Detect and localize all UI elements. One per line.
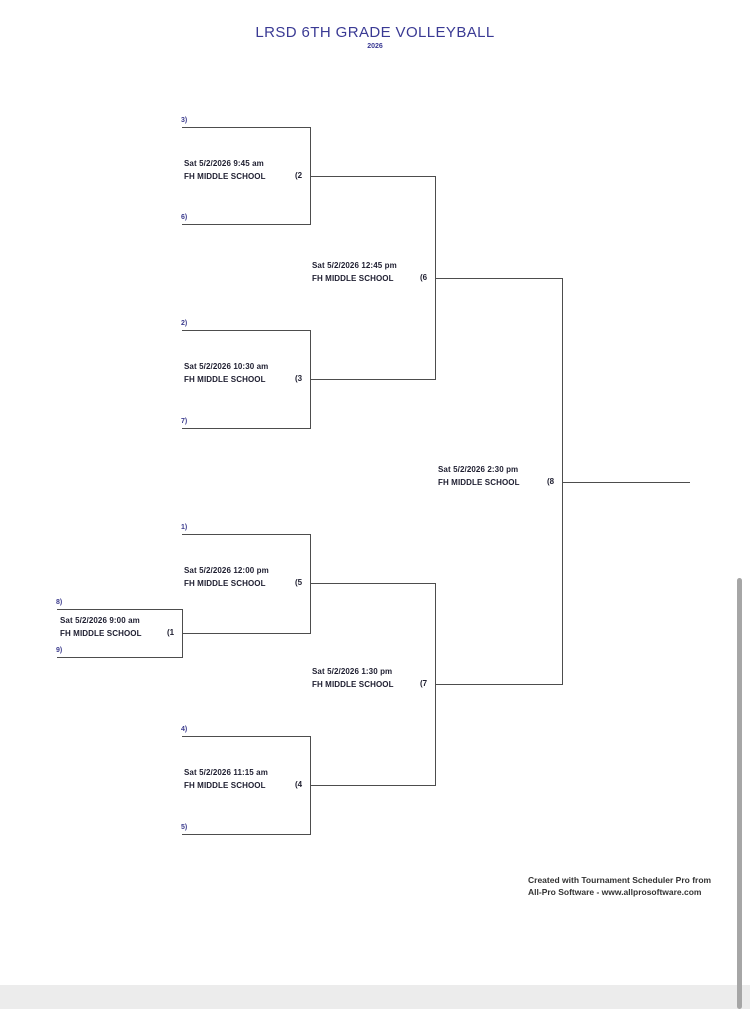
match-4-info: Sat 5/2/2026 11:15 am FH MIDDLE SCHOOL [184, 766, 268, 792]
match-6-number: (6 [420, 273, 428, 282]
match-2-datetime: Sat 5/2/2026 9:45 am [184, 159, 264, 168]
match-1-venue: FH MIDDLE SCHOOL [60, 629, 142, 638]
bracket-line-seed2 [182, 330, 310, 331]
bracket-connector-match5 [310, 534, 311, 634]
match-8-venue: FH MIDDLE SCHOOL [438, 478, 520, 487]
bracket-line-match1-winner [182, 633, 310, 634]
footer-line1: Created with Tournament Scheduler Pro fr… [528, 875, 712, 885]
seed-label-8: 8) [56, 599, 63, 606]
match-6-datetime: Sat 5/2/2026 12:45 pm [312, 261, 397, 270]
bracket-line-match6-winner [435, 278, 562, 279]
match-4-number: (4 [295, 780, 303, 789]
bracket-line-champion [562, 482, 690, 483]
seed-label-6: 6) [181, 214, 188, 221]
bracket-line-seed4 [182, 736, 310, 737]
match-3-number: (3 [295, 374, 303, 383]
bracket-line-seed6 [182, 224, 310, 225]
match-3-datetime: Sat 5/2/2026 10:30 am [184, 362, 269, 371]
seed-label-4: 4) [181, 726, 188, 733]
seed-label-9: 9) [56, 647, 63, 654]
seed-label-5: 5) [181, 824, 188, 831]
match-3-venue: FH MIDDLE SCHOOL [184, 375, 266, 384]
background-band [0, 985, 750, 1009]
seed-label-2: 2) [181, 320, 188, 327]
match-7-datetime: Sat 5/2/2026 1:30 pm [312, 667, 393, 676]
bracket-connector-match1 [182, 609, 183, 658]
bracket-line-seed1 [182, 534, 310, 535]
bracket-line-seed8 [57, 609, 182, 610]
bracket-line-match3-winner [310, 379, 435, 380]
match-8-info: Sat 5/2/2026 2:30 pm FH MIDDLE SCHOOL [438, 463, 520, 489]
match-5-venue: FH MIDDLE SCHOOL [184, 579, 266, 588]
match-6-venue: FH MIDDLE SCHOOL [312, 274, 394, 283]
match-2-venue: FH MIDDLE SCHOOL [184, 172, 266, 181]
bracket-line-seed7 [182, 428, 310, 429]
bracket-connector-match8 [562, 278, 563, 685]
footer-credit: Created with Tournament Scheduler Pro fr… [528, 874, 711, 898]
match-5-info: Sat 5/2/2026 12:00 pm FH MIDDLE SCHOOL [184, 564, 269, 590]
scrollbar-thumb[interactable] [737, 578, 742, 1009]
match-7-number: (7 [420, 679, 428, 688]
bracket-line-seed5 [182, 834, 310, 835]
bracket-line-seed9 [57, 657, 182, 658]
bracket-line-match2-winner [310, 176, 435, 177]
footer-line2: All-Pro Software - www.allprosoftware.co… [528, 887, 702, 897]
seed-label-3: 3) [181, 117, 188, 124]
match-7-venue: FH MIDDLE SCHOOL [312, 680, 394, 689]
match-1-number: (1 [167, 628, 175, 637]
match-1-datetime: Sat 5/2/2026 9:00 am [60, 616, 140, 625]
match-7-info: Sat 5/2/2026 1:30 pm FH MIDDLE SCHOOL [312, 665, 394, 691]
seed-label-1: 1) [181, 524, 188, 531]
match-3-info: Sat 5/2/2026 10:30 am FH MIDDLE SCHOOL [184, 360, 268, 386]
match-8-number: (8 [547, 477, 555, 486]
match-2-number: (2 [295, 171, 303, 180]
match-4-datetime: Sat 5/2/2026 11:15 am [184, 768, 268, 777]
match-5-datetime: Sat 5/2/2026 12:00 pm [184, 566, 269, 575]
page-title: LRSD 6TH GRADE VOLLEYBALL [255, 24, 495, 41]
seed-label-7: 7) [181, 418, 188, 425]
bracket-line-match5-winner [310, 583, 435, 584]
match-2-info: Sat 5/2/2026 9:45 am FH MIDDLE SCHOOL [184, 157, 266, 183]
page-year: 2026 [367, 43, 383, 50]
bracket-line-match7-winner [435, 684, 562, 685]
match-8-datetime: Sat 5/2/2026 2:30 pm [438, 465, 519, 474]
match-4-venue: FH MIDDLE SCHOOL [184, 781, 266, 790]
match-5-number: (5 [295, 578, 303, 587]
match-6-info: Sat 5/2/2026 12:45 pm FH MIDDLE SCHOOL [312, 259, 397, 285]
bracket-line-seed3 [182, 127, 310, 128]
bracket-line-match4-winner [310, 785, 435, 786]
match-1-info: Sat 5/2/2026 9:00 am FH MIDDLE SCHOOL [60, 614, 142, 640]
